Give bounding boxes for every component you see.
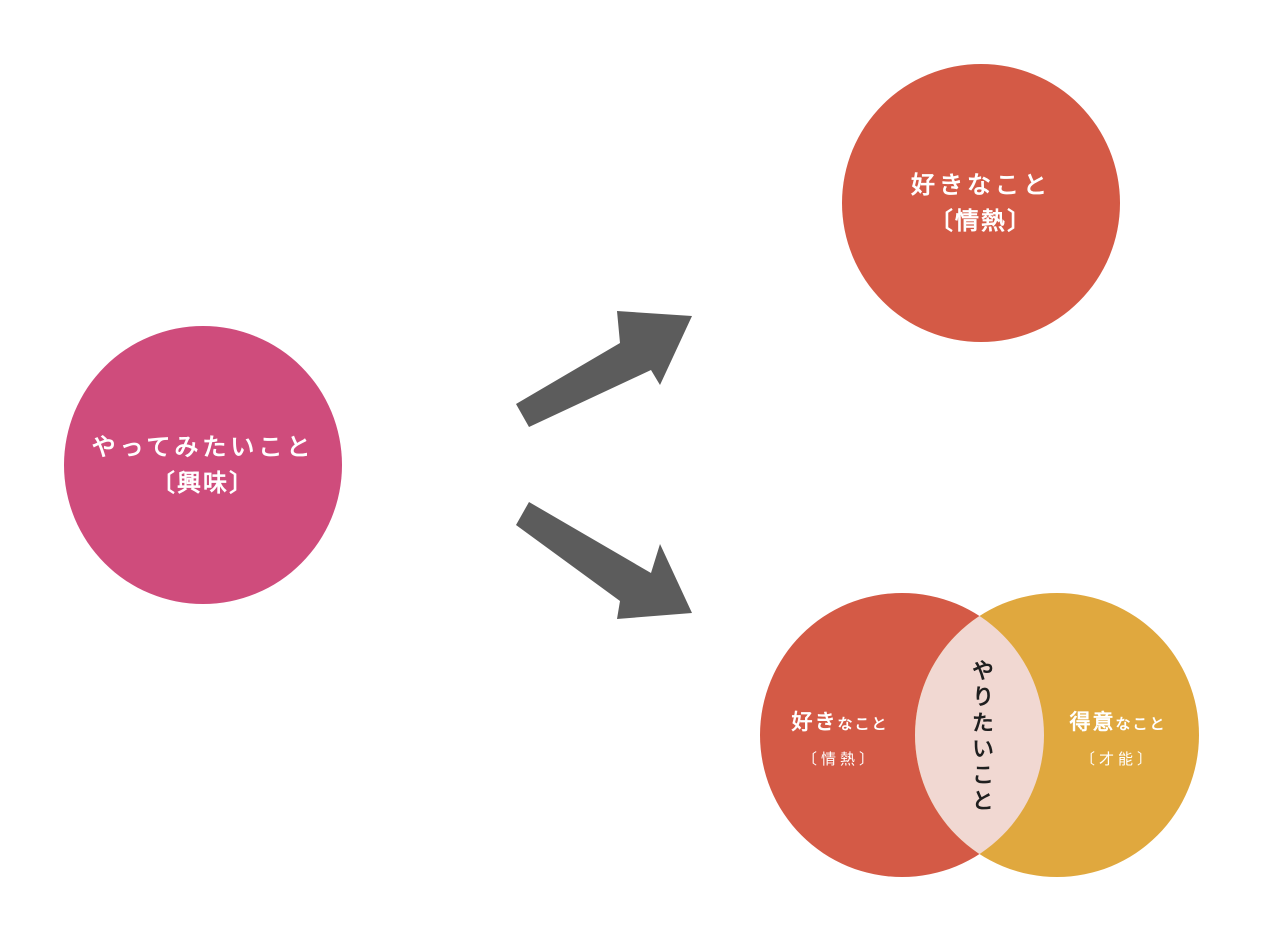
venn-center-label: やりたいこと xyxy=(968,659,993,815)
arrow-up-right-icon xyxy=(516,311,692,427)
venn-passion-title: 好きなこと xyxy=(780,706,900,736)
venn-passion-title-kana: なこと xyxy=(837,715,889,733)
arrow-down-right-icon xyxy=(516,502,692,619)
passion-title: 好きなこと xyxy=(911,171,1051,199)
venn-overlap-region xyxy=(915,593,1044,877)
interest-circle: やってみたいこと 〔興味〕 xyxy=(64,326,342,604)
interest-subtitle: 〔興味〕 xyxy=(151,469,255,497)
venn-talent-label: 得意なこと 〔才能〕 xyxy=(1052,706,1184,769)
passion-subtitle: 〔情熱〕 xyxy=(929,207,1033,235)
venn-diagram xyxy=(760,593,1199,877)
interest-title: やってみたいこと xyxy=(91,433,315,461)
venn-passion-label: 好きなこと 〔情熱〕 xyxy=(780,706,900,769)
venn-passion-subtitle: 〔情熱〕 xyxy=(801,750,878,768)
venn-talent-title-kanji: 得意 xyxy=(1069,710,1116,734)
venn-talent-subtitle: 〔才能〕 xyxy=(1079,750,1156,768)
venn-passion-title-kanji: 好き xyxy=(791,710,838,734)
venn-talent-title: 得意なこと xyxy=(1052,706,1184,736)
venn-talent-title-kana: なこと xyxy=(1115,715,1167,733)
passion-circle: 好きなこと 〔情熱〕 xyxy=(842,64,1120,342)
